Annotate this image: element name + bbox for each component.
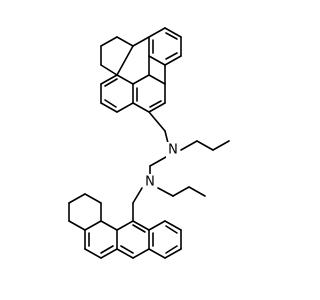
lower-anthracene <box>68 193 182 259</box>
bond <box>100 102 118 113</box>
bond <box>148 55 166 66</box>
bond <box>116 45 134 76</box>
nitrogen-atoms: N N <box>143 142 180 190</box>
bond <box>132 36 150 47</box>
bond <box>132 74 150 85</box>
bond <box>164 248 182 259</box>
bond <box>132 248 150 259</box>
bond <box>148 248 166 259</box>
atom-mask <box>143 174 157 190</box>
bond <box>120 245 134 254</box>
bond <box>157 187 174 197</box>
bond <box>116 220 134 231</box>
bond <box>164 220 182 231</box>
bond <box>84 193 102 204</box>
bond <box>132 102 150 113</box>
bond <box>132 220 150 231</box>
nitrogen-atom-label: N <box>145 175 155 190</box>
bond <box>148 111 166 132</box>
bond <box>84 220 102 231</box>
bond <box>68 193 86 204</box>
bond <box>188 186 206 197</box>
bond <box>132 187 143 204</box>
bond <box>116 74 134 85</box>
bond <box>196 140 214 151</box>
bond <box>116 102 134 113</box>
bond <box>100 220 118 231</box>
bond <box>149 156 167 167</box>
bond <box>164 55 182 66</box>
bond <box>212 140 230 151</box>
bond <box>116 248 134 259</box>
bond <box>100 74 118 85</box>
bond <box>149 100 162 108</box>
bond <box>148 74 166 85</box>
bond <box>116 36 134 47</box>
bond <box>84 248 102 259</box>
bond <box>164 27 182 38</box>
structure-canvas: N N <box>68 27 230 259</box>
bond <box>172 186 190 197</box>
linker-and-propyl-chains <box>132 111 230 204</box>
bond <box>165 52 178 60</box>
bond <box>148 220 166 231</box>
bond <box>148 102 166 113</box>
bond <box>100 245 114 254</box>
atom-mask <box>166 142 180 158</box>
bond <box>68 220 86 231</box>
nitrogen-atom-label: N <box>168 143 178 158</box>
bond <box>104 99 117 108</box>
bond <box>165 32 178 40</box>
bond <box>104 78 118 87</box>
bond <box>164 130 169 144</box>
upper-anthracene <box>100 27 182 113</box>
bond <box>100 64 118 76</box>
bond <box>180 140 198 151</box>
bond <box>148 27 166 38</box>
bond <box>100 36 118 47</box>
bond <box>165 225 178 234</box>
bond <box>132 224 146 233</box>
bond <box>165 245 178 254</box>
chemical-structure-drawing: N N <box>68 27 230 259</box>
bond <box>100 248 118 259</box>
